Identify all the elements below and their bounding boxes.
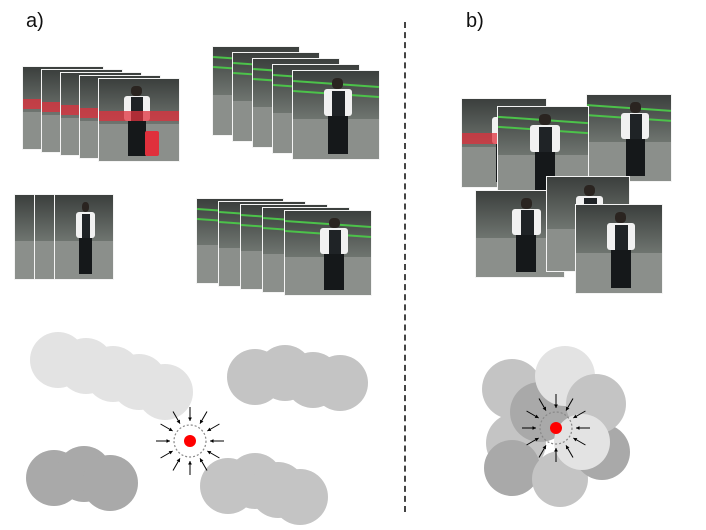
arrow-head [207,427,212,431]
panel-divider [404,22,406,512]
cluster-dark-circle [82,455,138,511]
center-point-a [184,435,196,447]
arrow-head [534,438,539,442]
person-frame [54,194,114,280]
panel-label-a: a) [26,10,44,32]
person-frame [292,70,380,160]
arrow-head [210,439,214,443]
arrow-head [188,417,192,421]
person-frame [575,204,663,294]
person-frame [586,94,672,182]
arrow-head [168,427,173,431]
arrow-head [542,406,546,411]
arrow-head [534,414,539,418]
arrow-head [168,451,173,455]
arrow-head [554,448,558,452]
arrow-head [573,414,578,418]
cluster-light-circle [137,364,193,420]
arrow-head [566,445,570,450]
person-frame [284,210,372,296]
arrow-head [200,419,204,424]
arrow-head [176,458,180,463]
cluster-mid-circle [312,355,368,411]
cluster-light-circle [554,414,610,470]
cluster-dark-circle [484,440,540,496]
arrow-head [576,426,580,430]
arrow-head [200,458,204,463]
dashed-boundary [539,411,573,445]
arrow-head [542,445,546,450]
arrow-head [176,419,180,424]
arrow-head [566,406,570,411]
center-point-b [550,422,562,434]
cluster-mid-circle [272,469,328,525]
arrow-head [188,461,192,465]
arrow-head [554,404,558,408]
panel-label-b: b) [466,10,484,32]
arrow-head [532,426,536,430]
arrow-head [166,439,170,443]
dashed-boundary [173,424,207,458]
person-frame [98,78,180,162]
arrow-head [573,438,578,442]
arrow-head [207,451,212,455]
